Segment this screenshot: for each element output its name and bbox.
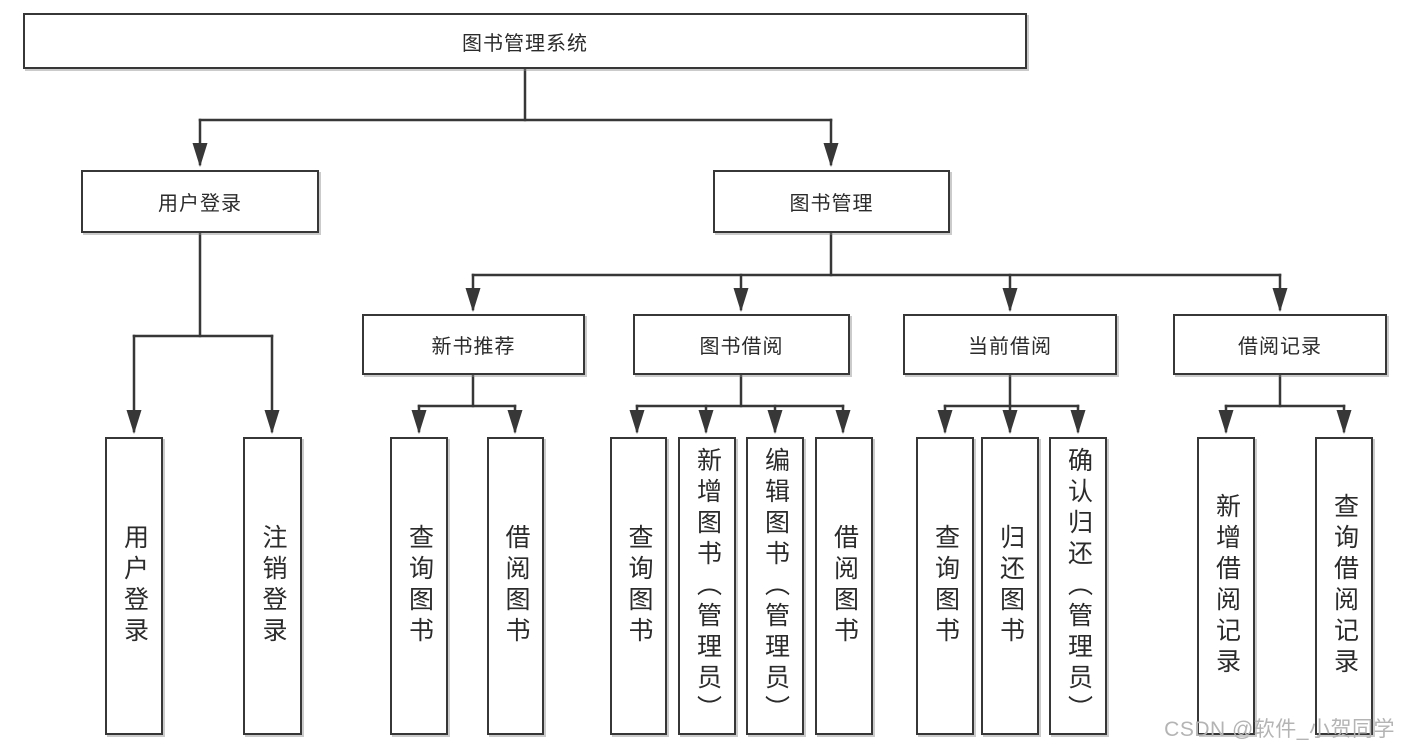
leaf-borrow-edit-admin: 编辑图书（管理员） — [746, 437, 804, 735]
leaf-user-login: 用户登录 — [105, 437, 163, 735]
leaf-return-book-label: 归还图书 — [996, 524, 1025, 648]
node-book-management-label: 图书管理 — [789, 193, 874, 215]
node-new-book-recommend-label: 新书推荐 — [431, 336, 516, 358]
leaf-newbook-query: 查询图书 — [390, 437, 448, 735]
leaf-current-query-label: 查询图书 — [931, 524, 960, 648]
leaf-newbook-borrow-label: 借阅图书 — [502, 524, 530, 648]
leaf-record-query-label: 查询借阅记录 — [1330, 493, 1359, 679]
leaf-borrow-add-admin: 新增图书（管理员） — [678, 437, 736, 735]
node-new-book-recommend: 新书推荐 — [362, 314, 585, 375]
leaf-borrow-query-label: 查询图书 — [625, 524, 653, 648]
node-root: 图书管理系统 — [23, 13, 1027, 69]
csdn-watermark: CSDN @软件_小贺同学 — [1164, 718, 1395, 741]
leaf-return-book: 归还图书 — [981, 437, 1039, 735]
node-user-login-label: 用户登录 — [158, 193, 242, 215]
node-book-management: 图书管理 — [713, 170, 950, 233]
node-root-label: 图书管理系统 — [462, 32, 588, 55]
leaf-borrow-book: 借阅图书 — [815, 437, 873, 735]
leaf-confirm-return-admin: 确认归还（管理员） — [1049, 437, 1107, 735]
leaf-newbook-borrow: 借阅图书 — [487, 437, 544, 735]
node-borrowing-records-label: 借阅记录 — [1238, 336, 1322, 358]
leaf-borrow-edit-admin-label: 编辑图书（管理员） — [761, 446, 790, 726]
leaf-confirm-return-admin-label: 确认归还（管理员） — [1064, 446, 1093, 726]
leaf-borrow-query: 查询图书 — [610, 437, 667, 735]
leaf-borrow-book-label: 借阅图书 — [830, 524, 859, 648]
node-book-borrowing: 图书借阅 — [633, 314, 850, 375]
leaf-current-query: 查询图书 — [916, 437, 974, 735]
leaf-record-add-label: 新增借阅记录 — [1212, 493, 1241, 679]
node-borrowing-records: 借阅记录 — [1173, 314, 1387, 375]
node-current-borrowing-label: 当前借阅 — [968, 336, 1052, 358]
node-book-borrowing-label: 图书借阅 — [699, 336, 784, 358]
node-user-login: 用户登录 — [81, 170, 319, 233]
leaf-user-login-label: 用户登录 — [120, 524, 149, 648]
leaf-newbook-query-label: 查询图书 — [405, 524, 434, 648]
leaf-logout: 注销登录 — [243, 437, 302, 735]
leaf-logout-label: 注销登录 — [259, 524, 287, 648]
leaf-borrow-add-admin-label: 新增图书（管理员） — [693, 446, 722, 726]
node-current-borrowing: 当前借阅 — [903, 314, 1117, 375]
leaf-record-query: 查询借阅记录 — [1315, 437, 1373, 735]
leaf-record-add: 新增借阅记录 — [1197, 437, 1255, 735]
